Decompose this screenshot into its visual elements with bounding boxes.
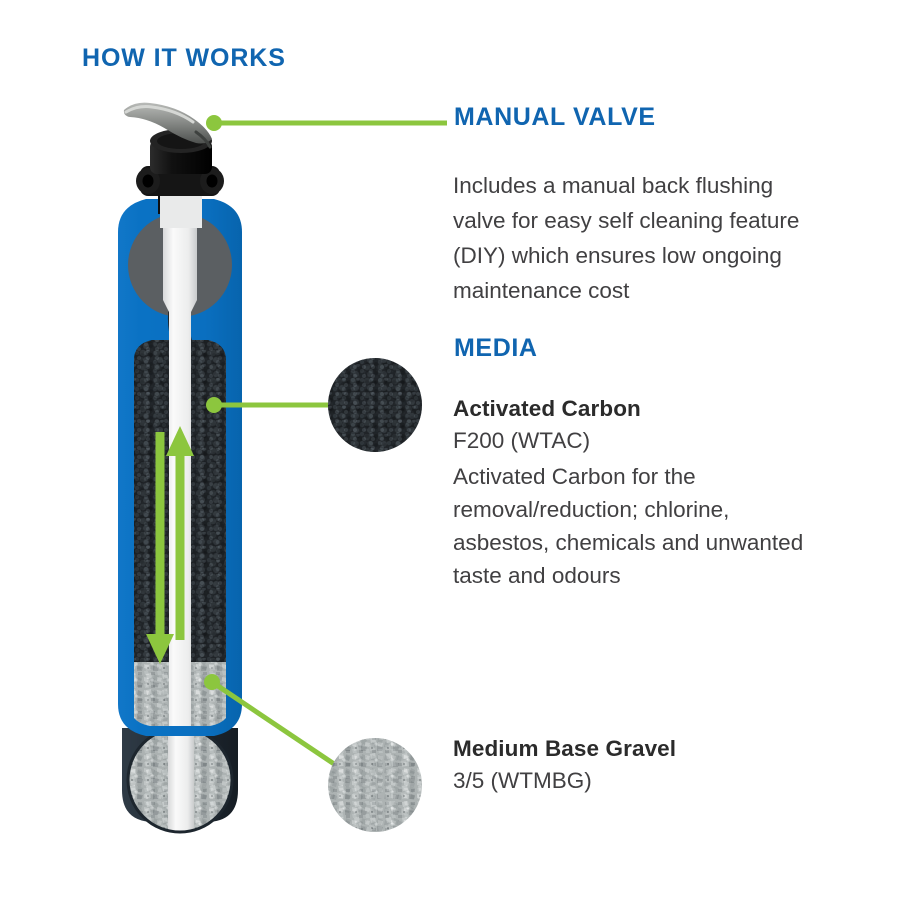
section-body-manual-valve: Includes a manual back flushing valve fo… <box>453 173 800 303</box>
section-heading-manual-valve: MANUAL VALVE <box>454 103 656 131</box>
sample-activated-carbon <box>328 358 422 452</box>
page-title: HOW IT WORKS <box>82 44 286 72</box>
downward-flow-arrow <box>146 432 174 664</box>
callout-medium-base-gravel <box>204 674 354 779</box>
callout-activated-carbon <box>206 397 330 413</box>
manual-valve-head <box>123 102 224 228</box>
media-item-code-medium-base-gravel: 3/5 (WTMBG) <box>453 768 592 793</box>
tank-cutaway-interior <box>128 213 232 726</box>
sample-medium-base-gravel <box>328 738 422 832</box>
section-heading-media: MEDIA <box>454 334 538 362</box>
media-item-title-activated-carbon: Activated Carbon <box>453 396 641 421</box>
upward-flow-arrow <box>166 426 194 640</box>
callout-manual-valve <box>206 115 447 131</box>
media-item-description-activated-carbon: Activated Carbon for the removal/reducti… <box>453 464 804 588</box>
media-item-code-activated-carbon: F200 (WTAC) <box>453 428 591 453</box>
tank-base-stand <box>122 726 238 834</box>
media-item-title-medium-base-gravel: Medium Base Gravel <box>453 736 677 761</box>
valve-lever-handle[interactable] <box>123 102 212 149</box>
